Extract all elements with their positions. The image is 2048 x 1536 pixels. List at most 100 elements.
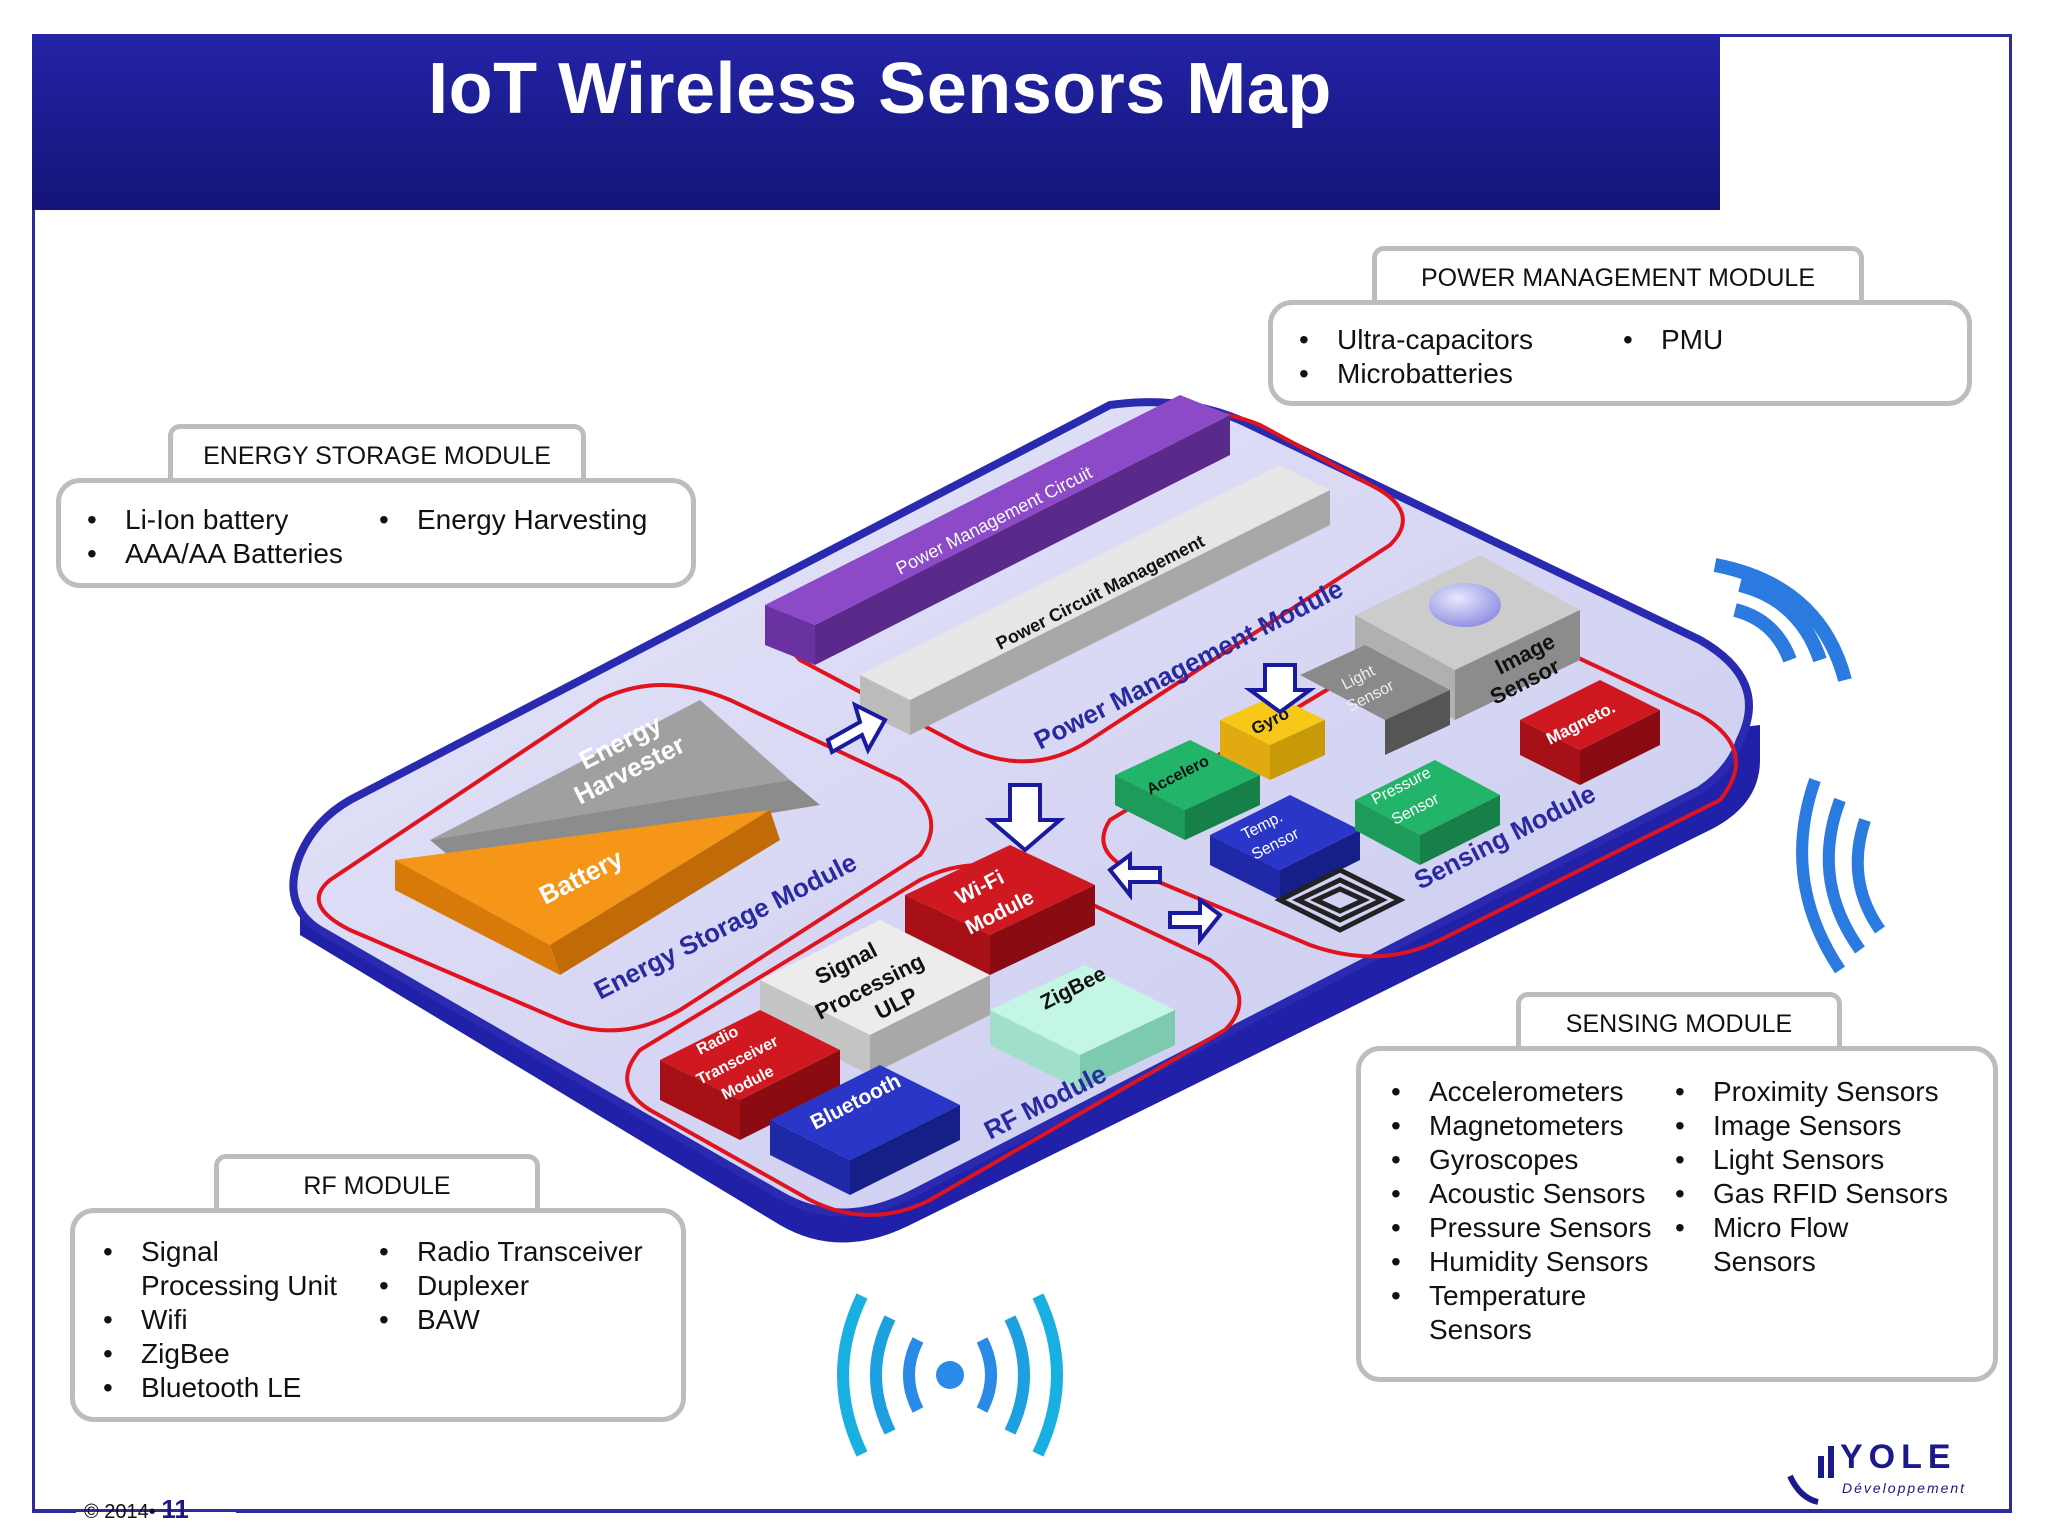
wifi-waves-icon-top-right xyxy=(1713,558,1852,682)
copyright-text: © 2014• xyxy=(84,1501,156,1523)
radio-transceiver-block-front xyxy=(660,1060,740,1140)
pressure-sensor-block-top xyxy=(1355,760,1500,835)
broadcast-signal-icon xyxy=(837,1293,1063,1457)
power-circuit-block-top xyxy=(765,395,1230,625)
power-box: Ultra-capacitors Microbatteries PMU xyxy=(1268,300,1972,406)
footer-line-left xyxy=(32,1510,76,1513)
energy-box-col1: Li-Ion battery AAA/AA Batteries xyxy=(87,503,343,571)
logo-subtitle: Développement xyxy=(1842,1480,1967,1496)
sensing-box-col2: Proximity Sensors Image Sensors Light Se… xyxy=(1675,1075,1975,1279)
list-item: Microbatteries xyxy=(1299,357,1533,391)
list-item: Ultra-capacitors xyxy=(1299,323,1533,357)
list-item: Micro Flow Sensors xyxy=(1675,1211,1863,1279)
list-item: Humidity Sensors xyxy=(1391,1245,1659,1279)
power-box-tab: POWER MANAGEMENT MODULE xyxy=(1372,246,1864,304)
arrow-energy-to-power xyxy=(825,701,888,755)
accelero-block-top xyxy=(1115,740,1260,810)
battery-block-top xyxy=(395,810,770,945)
list-item: Pressure Sensors xyxy=(1391,1211,1659,1245)
arrow-rf-to-sensing xyxy=(1107,851,1162,901)
zigbee-block-side xyxy=(1080,1010,1175,1090)
list-item: Energy Harvesting xyxy=(379,503,647,537)
rf-box-col2: Radio Transceiver Duplexer BAW xyxy=(379,1235,643,1337)
gyro-block-front xyxy=(1220,720,1270,780)
slide-title: IoT Wireless Sensors Map xyxy=(428,49,1332,129)
energy-harvester-top xyxy=(430,700,790,840)
power-mgmt-block-top xyxy=(860,465,1330,700)
copyright: © 2014• 11 xyxy=(84,1494,189,1525)
arrow-power-down xyxy=(984,783,1066,853)
rf-box-label: RF MODULE xyxy=(303,1172,451,1200)
magneto-block-side xyxy=(1580,710,1660,785)
list-item: Wifi xyxy=(103,1303,359,1337)
list-item: Signal Processing Unit xyxy=(103,1235,359,1303)
list-item: Proximity Sensors xyxy=(1675,1075,1975,1109)
rf-box: Signal Processing Unit Wifi ZigBee Bluet… xyxy=(70,1208,686,1422)
sensing-box-tab: SENSING MODULE xyxy=(1516,992,1842,1050)
rf-box-col1: Signal Processing Unit Wifi ZigBee Bluet… xyxy=(103,1235,359,1405)
list-item: Accelerometers xyxy=(1391,1075,1659,1109)
list-item: Radio Transceiver xyxy=(379,1235,643,1269)
gyro-block-top xyxy=(1220,695,1325,745)
zigbee-block-top xyxy=(990,965,1175,1055)
power-box-col1: Ultra-capacitors Microbatteries xyxy=(1299,323,1533,391)
battery-block-side xyxy=(550,810,780,975)
footer-line-right xyxy=(236,1510,2012,1513)
list-item: Light Sensors xyxy=(1675,1143,1975,1177)
list-item: ZigBee xyxy=(103,1337,359,1371)
light-sensor-block-top xyxy=(1300,645,1450,720)
radio-transceiver-block-side xyxy=(740,1050,840,1140)
wifi-module-block-front xyxy=(905,895,990,975)
list-item: BAW xyxy=(379,1303,643,1337)
list-item: Li-Ion battery xyxy=(87,503,343,537)
magneto-block-front xyxy=(1520,720,1580,785)
list-item: Image Sensors xyxy=(1675,1109,1975,1143)
arrow-sensing-to-power xyxy=(1243,663,1317,715)
wifi-waves-icon-right xyxy=(1796,778,1885,974)
bluetooth-block-side xyxy=(850,1105,960,1195)
list-item: Duplexer xyxy=(379,1269,643,1303)
sensing-box: Accelerometers Magnetometers Gyroscopes … xyxy=(1356,1046,1998,1382)
pressure-sensor-block-side xyxy=(1420,795,1500,865)
light-sensor-block-side xyxy=(1385,690,1450,755)
temp-sensor-block-top xyxy=(1210,795,1360,870)
yole-logo-mark-icon xyxy=(1787,1446,1834,1505)
temp-sensor-block-front xyxy=(1210,835,1280,900)
energy-box: Li-Ion battery AAA/AA Batteries Energy H… xyxy=(56,478,696,588)
rfid-coil-icon xyxy=(1274,867,1406,933)
power-circuit-block-side xyxy=(815,415,1230,665)
radio-transceiver-block-top xyxy=(660,1010,840,1100)
list-item: PMU xyxy=(1623,323,1723,357)
power-mgmt-block-front xyxy=(860,675,910,735)
signal-processing-block-front xyxy=(760,980,870,1075)
power-box-col2: PMU xyxy=(1623,323,1723,357)
gyro-block-side xyxy=(1270,720,1325,780)
accelero-block-front xyxy=(1115,775,1185,840)
list-item: AAA/AA Batteries xyxy=(87,537,343,571)
power-box-label: POWER MANAGEMENT MODULE xyxy=(1420,264,1816,292)
energy-box-label: ENERGY STORAGE MODULE xyxy=(203,442,551,470)
energy-module-outline xyxy=(316,683,934,1033)
power-mgmt-block-side xyxy=(910,490,1330,735)
image-sensor-block-side xyxy=(1455,610,1580,720)
list-item: Magnetometers xyxy=(1391,1109,1659,1143)
bluetooth-block-top xyxy=(770,1065,960,1160)
wifi-module-block-side xyxy=(990,885,1095,975)
magneto-block-top xyxy=(1520,680,1660,750)
energy-box-tab: ENERGY STORAGE MODULE xyxy=(168,424,586,482)
signal-processing-block-top xyxy=(760,920,990,1035)
power-circuit-block-front xyxy=(765,605,815,665)
energy-box-col2: Energy Harvesting xyxy=(379,503,647,537)
logo-name: YOLE xyxy=(1840,1438,1957,1476)
image-sensor-lens xyxy=(1429,583,1501,627)
pressure-sensor-block-front xyxy=(1355,800,1420,865)
list-item: Bluetooth LE xyxy=(103,1371,359,1405)
wifi-module-block-top xyxy=(905,845,1095,935)
signal-processing-block-side xyxy=(870,975,990,1075)
page-number: 11 xyxy=(161,1494,189,1524)
flow-arrows xyxy=(825,663,1317,946)
battery-block-front xyxy=(395,860,560,975)
sensing-box-label: SENSING MODULE xyxy=(1565,1010,1793,1038)
zigbee-block-front xyxy=(990,1010,1080,1090)
